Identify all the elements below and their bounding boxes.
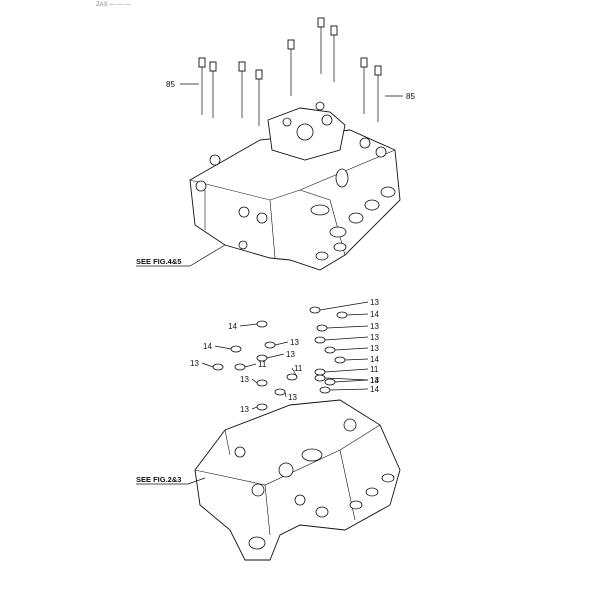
callout-number: 14 (370, 376, 379, 385)
seal-ring (314, 336, 326, 344)
seal-ring (319, 386, 331, 394)
callout-leader (334, 379, 369, 383)
callout-leader (326, 325, 369, 329)
seal-ring (314, 374, 326, 382)
seal-ring (256, 379, 268, 387)
callout-leader (324, 377, 369, 381)
spool-ends (310, 168, 396, 261)
seal-ring (334, 356, 346, 364)
callout-leader (319, 301, 369, 311)
callout-leader (324, 336, 369, 341)
callout-number: 14 (203, 342, 212, 351)
seal-ring (336, 311, 348, 319)
callout-leader (244, 363, 257, 368)
callout-leader (291, 367, 298, 378)
callout-number: 14 (370, 355, 379, 364)
callout-leader (346, 313, 369, 316)
seal-ring (230, 345, 242, 353)
callout-leader (251, 378, 258, 384)
callout-number: 13 (290, 338, 299, 347)
seal-ring (324, 346, 336, 354)
callout-number: 13 (240, 375, 249, 384)
callout-number: 13 (370, 322, 379, 331)
callout-number: 13 (240, 405, 249, 414)
callout-number: 13 (286, 350, 295, 359)
seal-ring (264, 341, 276, 349)
seal-ring (309, 306, 321, 314)
header-text: ZAX — — — (96, 2, 131, 8)
callout-number: 14 (370, 385, 379, 394)
reference-lower: SEE FIG.2&3 (136, 475, 181, 484)
callout-number: 13 (370, 376, 379, 385)
seal-ring (324, 378, 336, 386)
ref-leader-upper (189, 244, 226, 267)
callout-number: 11 (370, 365, 379, 374)
callout-leader (324, 368, 369, 373)
callout-leader (239, 323, 258, 327)
seal-ring (256, 403, 268, 411)
callout-number: 13 (370, 298, 379, 307)
callout-number: 13 (190, 359, 199, 368)
callout-leader (266, 353, 285, 359)
bolt-label-left: 85 (166, 80, 175, 89)
callout-number: 14 (370, 310, 379, 319)
callout-leader (274, 341, 289, 346)
callout-number: 13 (370, 333, 379, 342)
callout-leader (334, 347, 369, 351)
callout-leader (344, 358, 369, 361)
callout-leader (329, 388, 369, 391)
upper-valve-assembly: 85 85 SEE FIG.4&5 (136, 17, 415, 271)
seal-ring (316, 324, 328, 332)
callout-leader (201, 362, 214, 368)
seal-ring (234, 363, 246, 371)
lower-ports (234, 418, 395, 550)
callout-number: 11 (258, 360, 267, 369)
reference-upper: SEE FIG.4&5 (136, 257, 181, 266)
callout-leader (284, 391, 287, 398)
bolt-label-right: 85 (406, 92, 415, 101)
callout-number: 11 (294, 364, 303, 373)
seal-ring (314, 368, 326, 376)
seal-ring (212, 363, 224, 371)
bolt-holes (195, 101, 387, 250)
seal-ring (256, 320, 268, 328)
lower-valve-assembly: SEE FIG.2&3 (136, 399, 401, 561)
seal-ring (274, 388, 286, 396)
bolts (198, 17, 382, 126)
callout-number: 13 (288, 393, 297, 402)
ref-leader-lower (187, 477, 206, 485)
callout-leader (214, 345, 232, 350)
callout-number: 14 (228, 322, 237, 331)
callout-leader (251, 406, 258, 410)
callout-number: 13 (370, 344, 379, 353)
